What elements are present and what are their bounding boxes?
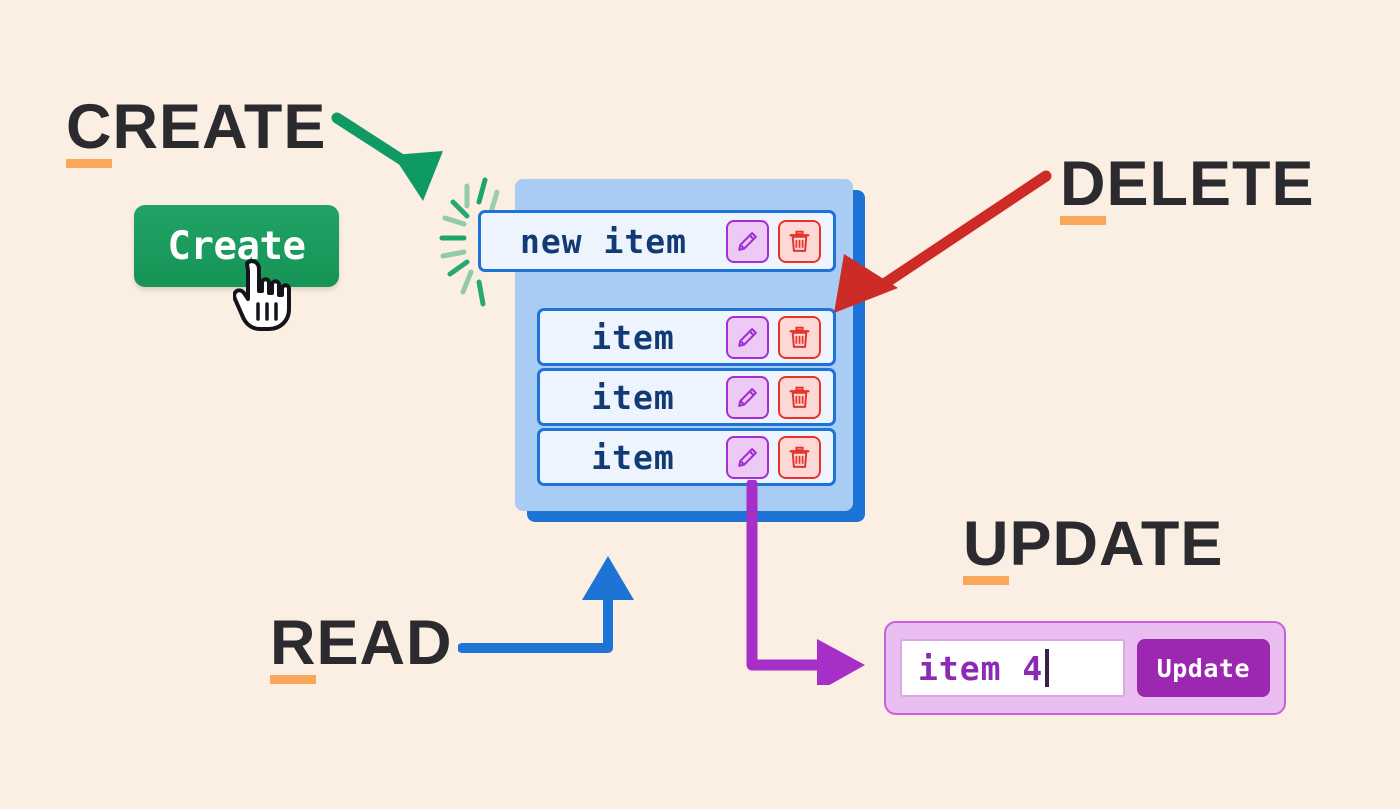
row-actions — [726, 375, 821, 419]
list-item[interactable]: new item — [478, 210, 836, 272]
edit-button[interactable] — [726, 375, 769, 419]
list-item-label: item — [591, 437, 675, 477]
trash-icon — [789, 326, 810, 348]
list-item[interactable]: item — [537, 428, 836, 486]
edit-button[interactable] — [726, 435, 769, 479]
update-button-label: Update — [1156, 653, 1250, 683]
delete-button[interactable] — [778, 315, 821, 359]
label-create-underline — [66, 159, 112, 168]
delete-button[interactable] — [778, 375, 821, 419]
text-caret — [1045, 649, 1050, 687]
create-button-label: Create — [167, 223, 306, 269]
row-actions — [726, 219, 821, 263]
label-update: UPDATE — [963, 509, 1224, 579]
delete-button[interactable] — [778, 219, 821, 263]
label-update-underline — [963, 576, 1009, 585]
pencil-icon — [738, 231, 757, 251]
pencil-icon — [738, 447, 757, 467]
read-arrow — [458, 556, 634, 653]
label-delete: DELETE — [1060, 149, 1315, 219]
edit-button[interactable] — [726, 315, 769, 359]
row-actions — [726, 435, 821, 479]
row-actions — [726, 315, 821, 359]
update-input-value: item 4 — [918, 648, 1044, 688]
list-item[interactable]: item — [537, 368, 836, 426]
edit-button[interactable] — [726, 219, 769, 263]
trash-icon — [789, 446, 810, 468]
update-button[interactable]: Update — [1136, 639, 1270, 697]
trash-icon — [789, 230, 810, 252]
delete-button[interactable] — [778, 435, 821, 479]
label-create: CREATE — [66, 92, 327, 162]
pencil-icon — [738, 327, 757, 347]
label-read: READ — [270, 608, 453, 678]
list-item[interactable]: item — [537, 308, 836, 366]
sparkle-lines-icon — [439, 177, 500, 307]
list-item-label: new item — [520, 221, 687, 261]
label-delete-underline — [1060, 216, 1106, 225]
update-input[interactable]: item 4 — [900, 639, 1125, 697]
pencil-icon — [738, 387, 757, 407]
list-item-label: item — [591, 377, 675, 417]
trash-icon — [789, 386, 810, 408]
label-read-underline — [270, 675, 316, 684]
update-panel: item 4 Update — [884, 621, 1286, 715]
list-item-label: item — [591, 317, 675, 357]
create-button[interactable]: Create — [134, 205, 339, 287]
